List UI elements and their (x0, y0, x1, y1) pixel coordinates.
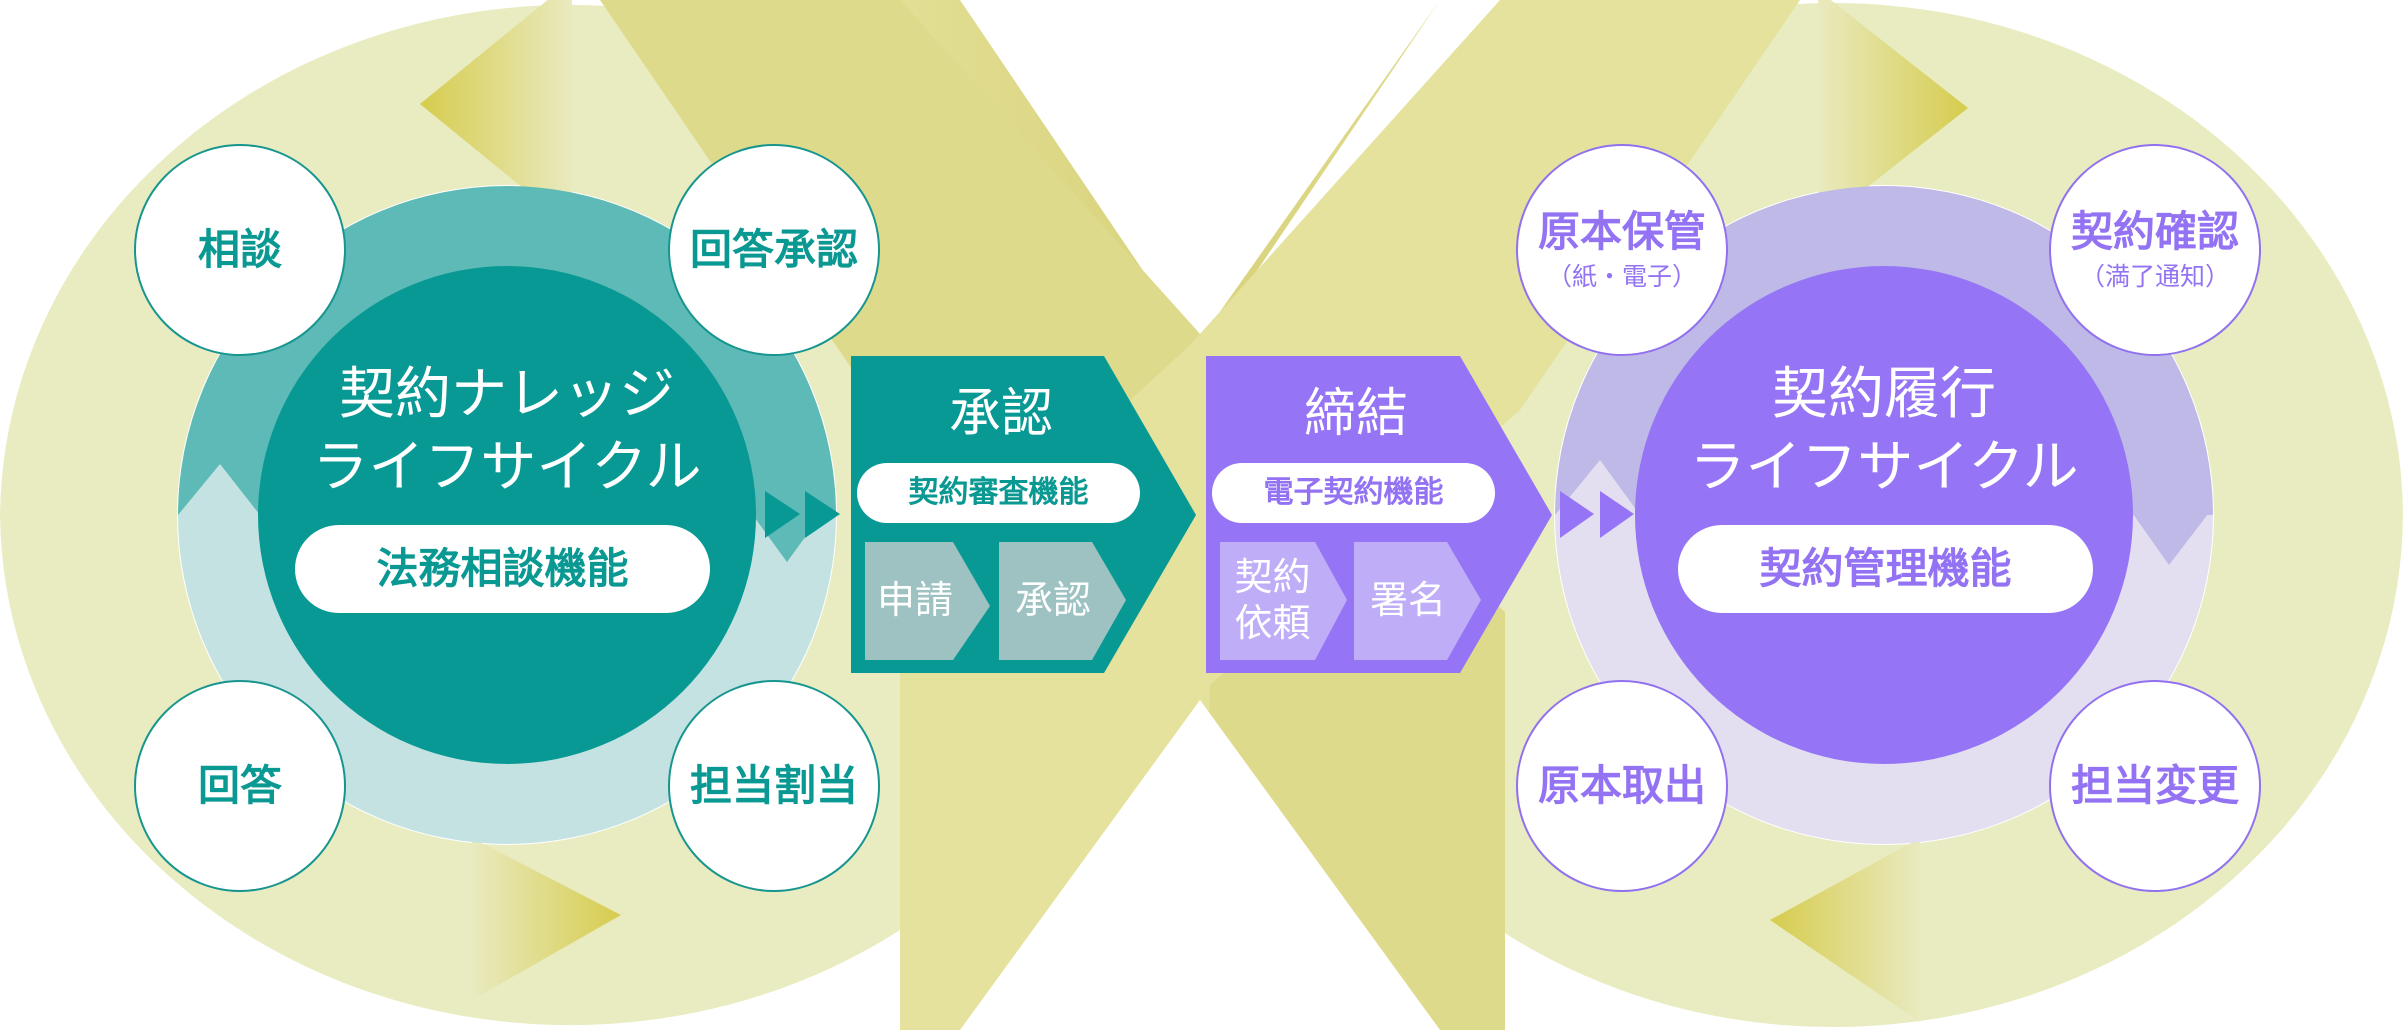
right-hub-title-line1: 契約履行 (1772, 362, 1996, 428)
approval-step-2-shape (999, 542, 1126, 660)
node-assign[interactable]: 担当割当 (668, 680, 880, 892)
left-hub-title-line1: 契約ナレッジ (339, 362, 675, 428)
approval-stage-title: 承認 (948, 384, 1053, 445)
left-hub-title-line2: ライフサイクル (312, 435, 702, 500)
band-arrow-top-right-icon (1818, 0, 1968, 226)
node-answer[interactable]: 回答 (134, 680, 346, 892)
left-hub-title: 契約ナレッジ ライフサイクル (307, 362, 707, 502)
center-gap-top (1000, 0, 1400, 330)
signing-step-1-line1: 契約 (1234, 555, 1311, 600)
node-assignee-change[interactable]: 担当変更 (2049, 680, 2261, 892)
flow-arrow-4-icon (1600, 491, 1634, 538)
approval-feature-pill[interactable]: 契約審査機能 (857, 463, 1140, 523)
right-hub-circle (1635, 266, 2133, 764)
left-feature-label: 法務相談機能 (376, 543, 629, 593)
right-feature-pill[interactable]: 契約管理機能 (1678, 525, 2093, 613)
approval-feature-label: 契約審査機能 (908, 474, 1089, 510)
node-original-retrieval-label: 原本取出 (1537, 760, 1706, 810)
node-original-retrieval[interactable]: 原本取出 (1516, 680, 1728, 892)
approval-step-1-shape (865, 542, 990, 660)
approval-step-2[interactable]: 承認 (999, 542, 1107, 660)
right-ring-up-arrow-icon (1555, 460, 1640, 515)
outer-mask-bottom-right (1833, 515, 2403, 1030)
left-hub-circle (258, 266, 756, 764)
right-hub-title-line2: ライフサイクル (1689, 435, 2079, 500)
approval-step-1[interactable]: 申請 (865, 542, 965, 660)
node-consult[interactable]: 相談 (134, 144, 346, 356)
outer-mask-top-right (1833, 0, 2403, 515)
band-arrow-bottom-right-icon (1770, 838, 1920, 1022)
node-original-storage[interactable]: 原本保管 （紙・電子） (1516, 144, 1728, 356)
signing-stage-title: 締結 (1303, 384, 1408, 445)
node-consult-label: 相談 (197, 224, 282, 274)
node-contract-check-label: 契約確認 (2070, 207, 2239, 257)
band-arrow-top-left-body (420, 0, 572, 228)
signing-feature-pill[interactable]: 電子契約機能 (1212, 463, 1495, 523)
node-contract-check[interactable]: 契約確認 （満了通知） (2049, 144, 2261, 356)
node-assign-label: 担当割当 (689, 760, 858, 810)
approval-step-2-label: 承認 (1014, 578, 1091, 623)
signing-step-2-shape (1354, 542, 1481, 660)
node-assignee-change-label: 担当変更 (2070, 760, 2239, 810)
signing-step-2-label: 署名 (1369, 578, 1446, 623)
flow-arrow-2-icon (805, 491, 840, 538)
signing-step-1-line2: 依頼 (1234, 601, 1311, 645)
right-feature-label: 契約管理機能 (1759, 543, 2012, 593)
band-cross-top (780, 0, 1620, 355)
outer-mask-bottom-left (0, 515, 570, 1030)
approval-step-1-label: 申請 (876, 578, 953, 623)
node-answer-approval-label: 回答承認 (689, 224, 858, 274)
signing-step-1-shape (1220, 542, 1347, 660)
signing-feature-label: 電子契約機能 (1263, 474, 1444, 510)
flow-arrow-3-icon (1560, 491, 1594, 538)
outer-mask-top (0, 0, 570, 515)
signing-step-1[interactable]: 契約 依頼 (1220, 542, 1325, 660)
node-answer-approval[interactable]: 回答承認 (668, 144, 880, 356)
node-original-storage-label: 原本保管 (1537, 207, 1706, 257)
right-ring-down-arrow-icon (2133, 514, 2208, 565)
left-feature-pill[interactable]: 法務相談機能 (295, 525, 710, 613)
node-original-storage-sub: （紙・電子） (1546, 261, 1697, 291)
node-answer-label: 回答 (197, 760, 282, 810)
left-ring-up-arrow-icon (178, 464, 260, 515)
center-gap-bottom (960, 700, 1440, 1030)
right-hub-title: 契約履行 ライフサイクル (1684, 362, 2084, 502)
flow-arrow-1-icon (765, 491, 800, 538)
signing-step-2[interactable]: 署名 (1354, 542, 1462, 660)
node-contract-check-sub: （満了通知） (2079, 261, 2230, 291)
band-arrow-bottom-left-icon (472, 838, 621, 1000)
